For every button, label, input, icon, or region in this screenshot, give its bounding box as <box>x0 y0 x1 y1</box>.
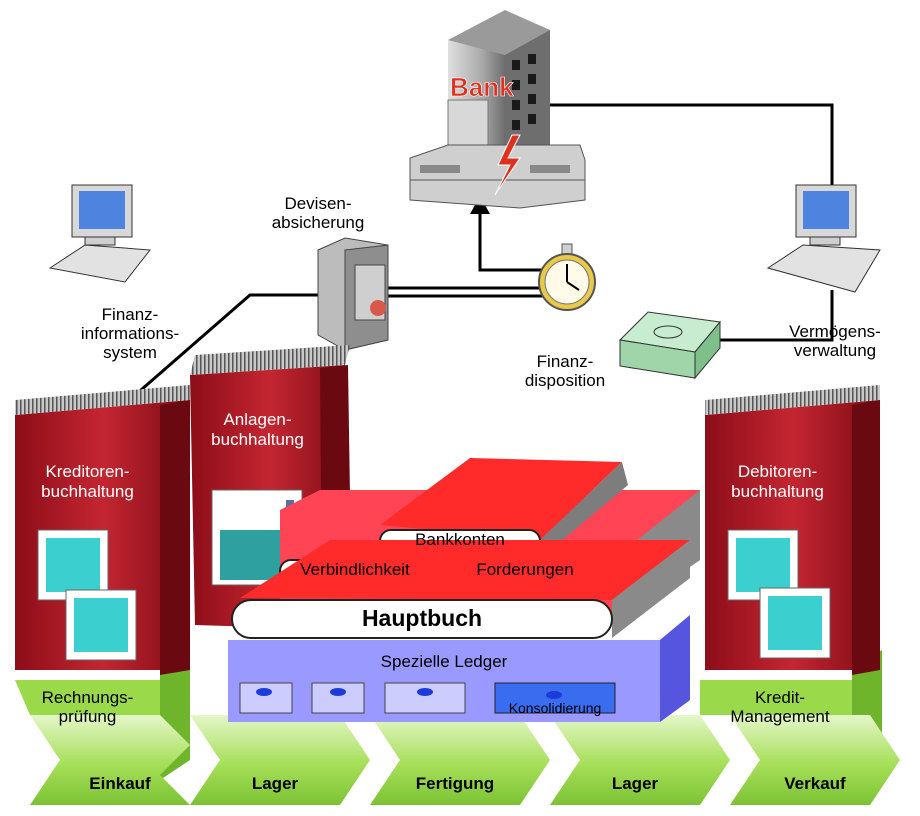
bank-terminal <box>409 144 586 209</box>
debitoren-line-1: Debitoren- <box>737 462 818 481</box>
debitoren-line-2: buchhaltung <box>731 482 824 501</box>
process-lager-2: Lager <box>611 774 659 793</box>
forderungen-tab: Forderungen <box>476 560 574 579</box>
kreditoren-line-1: Kreditoren- <box>45 462 130 481</box>
anlagen-line-2: buchhaltung <box>211 430 304 449</box>
safe-icon <box>317 237 389 351</box>
kredit-line-2: Management <box>730 707 830 726</box>
konsolidierung-label: Konsolidierung <box>508 700 602 716</box>
process-lager-1: Lager <box>251 774 299 793</box>
finanzdisp-line-2: disposition <box>524 371 606 390</box>
ledger-platform <box>228 615 690 722</box>
finanzinfo-line-2: informations- <box>80 324 180 343</box>
vermoegen-label: Vermögens- verwaltung <box>770 322 900 360</box>
finanzinfo-line-3: system <box>103 343 157 362</box>
ledger-title: Spezielle Ledger <box>380 652 508 671</box>
money-stack-icon <box>618 311 721 380</box>
finanzdisp-label: Finanz- disposition <box>505 352 625 390</box>
vermoegen-line-2: verwaltung <box>793 341 877 360</box>
process-einkauf: Einkauf <box>89 774 151 793</box>
vermoegen-line-1: Vermögens- <box>789 322 881 341</box>
rechnung-label: Rechnungs- prüfung <box>15 688 160 726</box>
anlagen-label: Anlagen- buchhaltung <box>190 410 325 450</box>
computer-right-icon <box>766 184 881 293</box>
finanzdisp-line-1: Finanz- <box>536 352 594 371</box>
devisen-label: Devisen- absicherung <box>258 194 378 232</box>
computer-left-icon <box>48 184 151 283</box>
rechnung-line-2: prüfung <box>58 707 117 726</box>
debitoren-label: Debitoren- buchhaltung <box>705 462 850 502</box>
finanzinfo-line-1: Finanz- <box>101 305 159 324</box>
stopwatch-icon <box>538 243 596 311</box>
bankkonten-tab: Bankkonten <box>415 530 505 549</box>
process-fertigung: Fertigung <box>415 774 495 793</box>
binder-kreditoren <box>15 385 190 675</box>
devisen-line-2: absicherung <box>271 213 365 232</box>
finanzinfo-label: Finanz- informations- system <box>60 305 200 362</box>
hauptbuch-title: Hauptbuch <box>361 605 483 631</box>
verbindlichkeit-tab: Verbindlichkeit <box>300 560 410 579</box>
lightning-icon <box>494 134 521 196</box>
devisen-line-1: Devisen- <box>284 194 352 213</box>
book-stack <box>231 458 700 639</box>
binder-debitoren <box>705 385 880 675</box>
kreditoren-line-2: buchhaltung <box>41 482 134 501</box>
kreditoren-label: Kreditoren- buchhaltung <box>15 462 160 502</box>
bank-sign: Bank <box>450 72 514 102</box>
connection-lines <box>117 103 834 412</box>
anlagen-line-1: Anlagen- <box>223 410 292 429</box>
rechnung-line-1: Rechnungs- <box>41 688 134 707</box>
bank-building <box>447 10 550 165</box>
kredit-line-1: Kredit- <box>754 688 806 707</box>
kredit-label: Kredit- Management <box>705 688 855 726</box>
process-verkauf: Verkauf <box>784 774 846 793</box>
process-chevrons <box>15 650 900 805</box>
